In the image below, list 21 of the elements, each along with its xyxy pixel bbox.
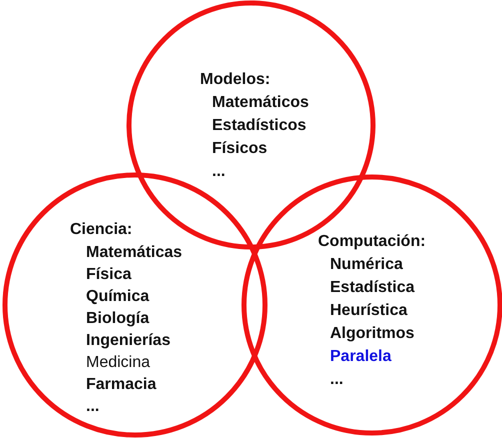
- list-item: Algoritmos: [330, 324, 414, 344]
- list-item: Heurística: [330, 301, 408, 321]
- list-item: Paralela: [330, 347, 392, 367]
- list-item: ...: [212, 162, 226, 182]
- list-item: Estadística: [330, 278, 414, 298]
- list-item: Biología: [86, 309, 150, 329]
- list-item: Numérica: [330, 255, 403, 275]
- list-item: Física: [86, 265, 132, 285]
- list-item: ...: [86, 397, 100, 417]
- list-item: Matemáticas: [86, 243, 182, 263]
- list-item: Química: [86, 287, 150, 307]
- list-item: ...: [330, 370, 344, 390]
- set-heading: Modelos:: [200, 70, 270, 90]
- list-item: Ingenierías: [86, 331, 170, 351]
- list-item: Estadísticos: [212, 116, 306, 136]
- list-item: Físicos: [212, 139, 268, 159]
- list-item: Farmacia: [86, 375, 156, 395]
- list-item: Medicina: [86, 353, 150, 373]
- list-item: Matemáticos: [212, 93, 309, 113]
- set-heading: Ciencia:: [70, 220, 132, 240]
- set-heading: Computación:: [318, 232, 426, 252]
